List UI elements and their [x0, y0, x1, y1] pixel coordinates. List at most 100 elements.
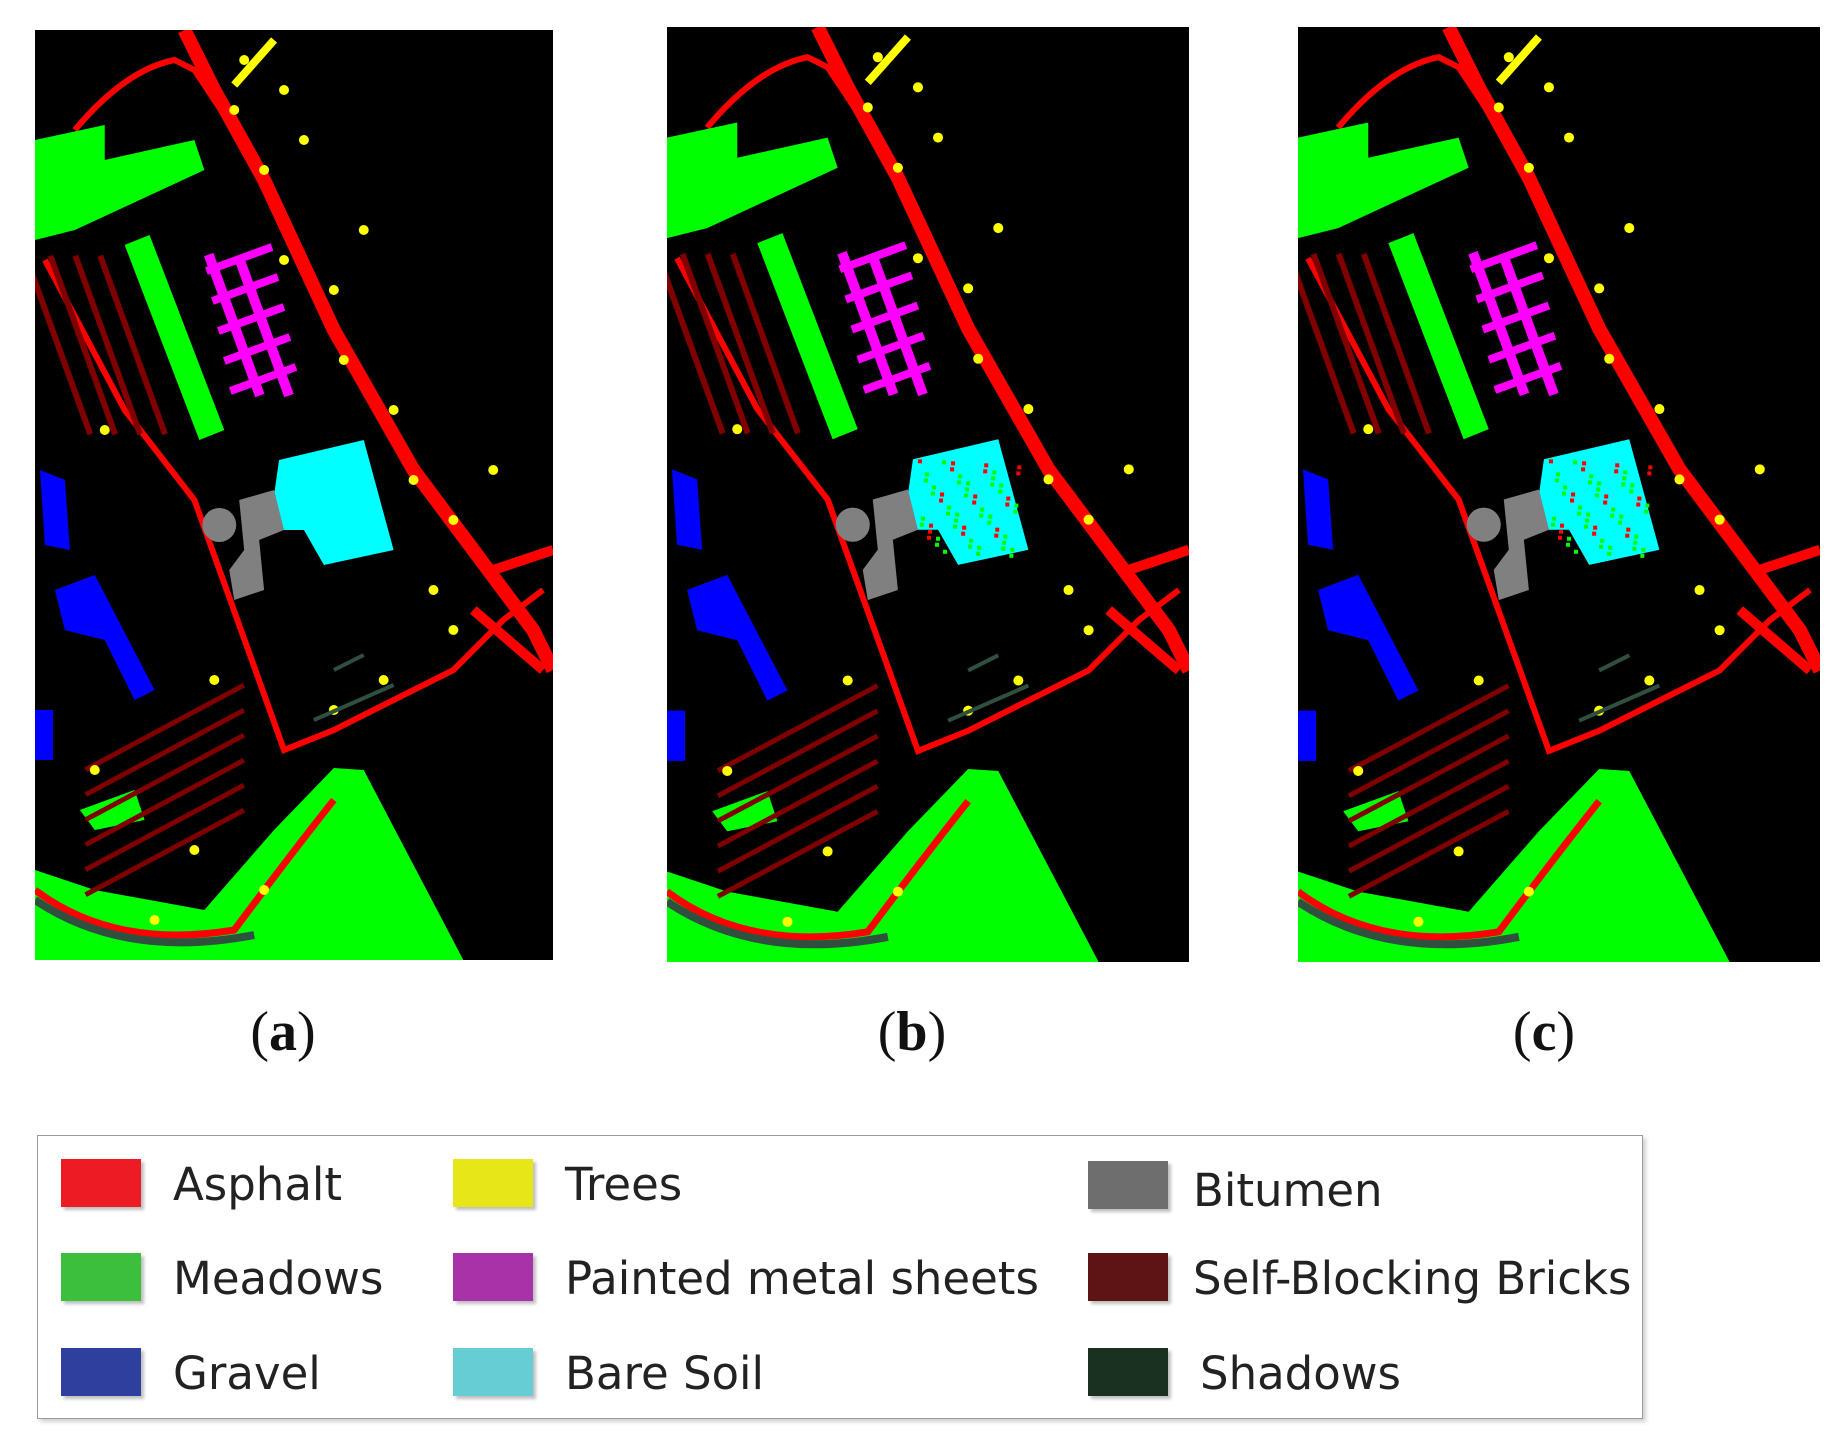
- noise-pixel-region: [1633, 540, 1638, 545]
- brick-row-region: [84, 682, 246, 772]
- brick-row-region: [716, 683, 879, 773]
- noise-pixel-region: [1584, 524, 1589, 529]
- tree-region: [993, 223, 1004, 234]
- noise-pixel-region: [935, 542, 940, 547]
- noise-pixel-region: [1550, 522, 1555, 527]
- tree-region: [298, 135, 309, 145]
- tree-region: [1523, 886, 1534, 897]
- tree-row-region: [231, 37, 278, 88]
- tree-region: [338, 355, 349, 365]
- tree-region: [1083, 625, 1094, 636]
- noise-pixel-region: [1567, 536, 1572, 541]
- meadow-strip-region: [124, 235, 225, 440]
- bitumen-building-region: [862, 489, 918, 601]
- painted-metal-spine-region: [234, 257, 294, 398]
- legend-swatch-bitumen: [1088, 1161, 1168, 1209]
- main-road-region: [811, 27, 1189, 674]
- noise-pixel-region: [950, 467, 955, 472]
- classification-map-c: [1298, 27, 1820, 962]
- tree-region: [89, 765, 100, 775]
- noise-pixel-region: [923, 478, 928, 483]
- tree-region: [358, 225, 369, 235]
- brick-row-region: [84, 807, 246, 897]
- tree-region: [732, 424, 743, 435]
- noise-pixel-region: [931, 491, 936, 496]
- legend-label-trees: Trees: [565, 1158, 683, 1211]
- tree-region: [822, 846, 833, 857]
- tree-region: [1594, 283, 1605, 294]
- meadow-strip-region: [1388, 233, 1489, 440]
- noise-pixel-region: [1615, 463, 1620, 468]
- noise-pixel-region: [1554, 478, 1559, 483]
- brick-strip-region: [1310, 252, 1382, 435]
- noise-pixel-region: [1634, 534, 1639, 539]
- brick-row-region: [84, 732, 246, 822]
- tree-row-region: [864, 34, 911, 85]
- brick-row-region: [716, 733, 879, 824]
- curved-road-region: [1298, 798, 1602, 941]
- shadow-region: [1298, 898, 1520, 949]
- tree-region: [973, 353, 984, 364]
- brick-row-region: [1347, 733, 1510, 824]
- noise-pixel-region: [919, 522, 924, 527]
- noise-pixel-region: [1009, 553, 1014, 558]
- noise-pixel-region: [1648, 465, 1653, 470]
- painted-metal-bar-region: [1469, 241, 1539, 274]
- tree-region: [279, 255, 290, 265]
- noise-pixel-region: [1548, 459, 1553, 464]
- noise-pixel-region: [983, 469, 988, 474]
- noise-pixel-region: [1632, 546, 1637, 551]
- bare-soil-region: [1533, 439, 1660, 565]
- tree-region: [209, 675, 220, 685]
- caption-b: (b): [877, 1001, 947, 1063]
- noise-pixel-region: [1644, 509, 1649, 514]
- tree-region: [1123, 464, 1134, 475]
- meadow-upper-region: [667, 122, 838, 239]
- tree-region: [1503, 52, 1514, 63]
- noise-pixel-region: [1593, 525, 1598, 530]
- tree-region: [99, 425, 110, 435]
- noise-pixel-region: [947, 505, 952, 510]
- noise-pixel-region: [1577, 511, 1582, 516]
- tree-region: [448, 515, 459, 525]
- bitumen-dome-region: [1466, 507, 1501, 542]
- noise-pixel-region: [984, 463, 989, 468]
- tree-region: [912, 82, 923, 93]
- noise-pixel-region: [1607, 551, 1612, 556]
- noise-pixel-region: [1623, 470, 1628, 475]
- noise-pixel-region: [929, 523, 934, 528]
- brick-row-region: [1347, 758, 1510, 849]
- legend-swatch-trees: [453, 1159, 533, 1207]
- noise-pixel-region: [1006, 496, 1011, 501]
- noise-pixel-region: [955, 512, 960, 517]
- meadow-field-region: [1298, 768, 1730, 962]
- noise-pixel-region: [1557, 535, 1563, 540]
- legend-swatch-gravel: [61, 1348, 141, 1396]
- noise-pixel-region: [994, 533, 999, 538]
- noise-pixel-region: [966, 481, 971, 486]
- noise-pixel-region: [1614, 469, 1619, 474]
- tree-region: [408, 475, 419, 485]
- tree-region: [1564, 132, 1575, 143]
- noise-pixel-region: [943, 549, 948, 554]
- noise-pixel-region: [951, 461, 956, 466]
- noise-pixel-region: [1603, 500, 1608, 505]
- tree-region: [1473, 675, 1484, 686]
- map-panel-a: [35, 30, 553, 960]
- noise-pixel-region: [992, 470, 997, 475]
- gravel-region: [39, 470, 70, 550]
- meadow-strip-region: [757, 233, 858, 440]
- bitumen-dome-region: [202, 508, 237, 542]
- brick-row-region: [716, 809, 879, 899]
- bitumen-building-region: [1493, 489, 1549, 601]
- noise-pixel-region: [1621, 482, 1626, 487]
- brick-row-region: [84, 707, 246, 797]
- tree-region: [1714, 625, 1725, 636]
- tree-region: [1023, 404, 1034, 415]
- painted-metal-spine-region: [837, 251, 899, 397]
- tree-region: [1363, 424, 1374, 435]
- meadow-upper-region: [1298, 122, 1469, 239]
- gravel-region: [672, 469, 703, 550]
- tree-region: [1654, 404, 1665, 415]
- noise-pixel-region: [1570, 498, 1575, 503]
